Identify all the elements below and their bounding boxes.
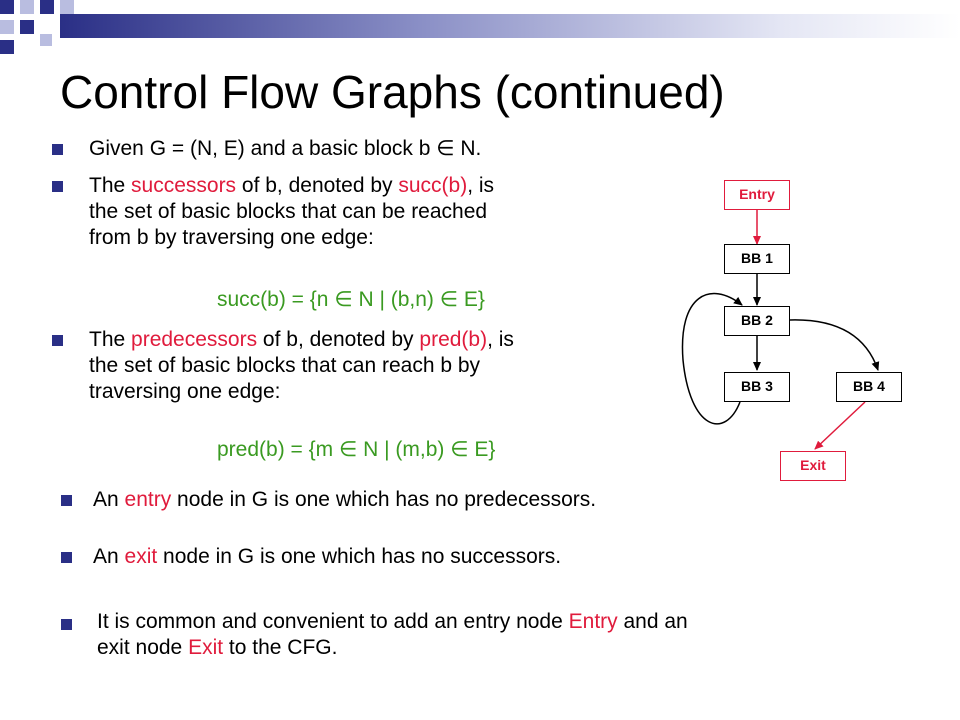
bullet-successors: The successors of b, denoted by succ(b),…: [89, 174, 495, 249]
cfg-node-entry: Entry: [724, 180, 790, 210]
edge-bb4-exit: [814, 401, 866, 450]
edge-bb3-bb2-loop: [681, 292, 743, 425]
bullet-marker: [61, 552, 72, 563]
cfg-node-bb3: BB 3: [724, 372, 790, 402]
bullet-common-convenient: It is common and convenient to add an en…: [97, 610, 688, 659]
cfg-node-bb2: BB 2: [724, 306, 790, 336]
edge-bb2-bb4: [789, 319, 880, 371]
bullet-marker: [61, 495, 72, 506]
cfg-node-bb1: BB 1: [724, 244, 790, 274]
cfg-node-bb4: BB 4: [836, 372, 902, 402]
bullet-exit-node: An exit node in G is one which has no su…: [93, 545, 562, 568]
cfg-node-exit: Exit: [780, 451, 846, 481]
bullet-marker: [61, 619, 72, 630]
bullet-predecessors: The predecessors of b, denoted by pred(b…: [89, 328, 514, 403]
bullet-marker: [52, 335, 63, 346]
slide-title: Control Flow Graphs (continued): [60, 66, 725, 118]
bullet-entry-node: An entry node in G is one which has no p…: [93, 488, 597, 511]
pred-formula: pred(b) = {m ∈ N | (m,b) ∈ E}: [217, 438, 496, 461]
bullet-marker: [52, 144, 63, 155]
bullet-marker: [52, 181, 63, 192]
succ-formula: succ(b) = {n ∈ N | (b,n) ∈ E}: [217, 288, 485, 311]
title-gradient-bar: [60, 14, 960, 38]
bullet-given-g: Given G = (N, E) and a basic block b ∈ N…: [89, 137, 482, 160]
